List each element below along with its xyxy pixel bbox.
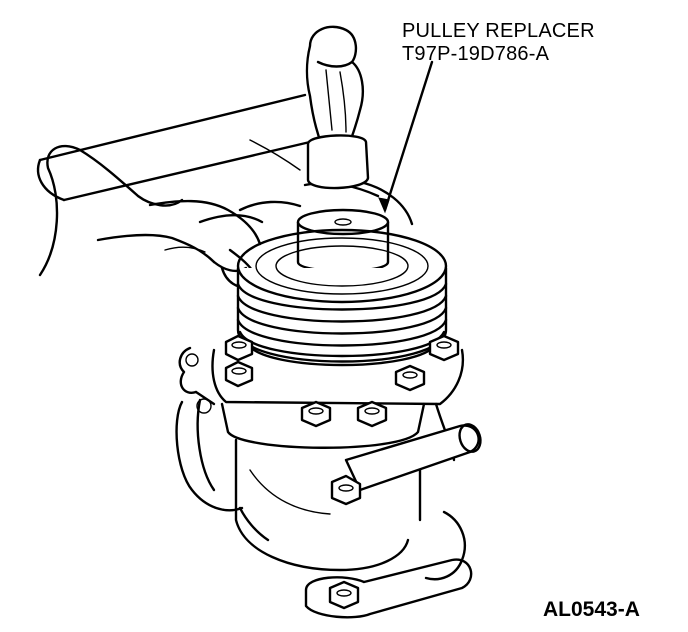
compressor-front-housing [178,346,465,449]
lower-mounting-boss [304,558,473,619]
hammer-handle [36,93,312,202]
bolt [224,360,254,388]
tool-number-label: T97P-19D786-A [402,43,550,65]
callout-leader-line [378,60,434,214]
tool-name-label: PULLEY REPLACER [402,20,595,42]
bolt [394,364,426,392]
housing-bolts [224,334,460,428]
bolt [300,400,332,428]
bolt [428,334,460,362]
figure-id-label: AL0543-A [543,598,640,621]
bolt [356,400,388,428]
bolt [224,334,254,362]
compressor-body [175,398,467,581]
service-port-fitting [330,423,482,506]
hammer-head [305,25,370,190]
